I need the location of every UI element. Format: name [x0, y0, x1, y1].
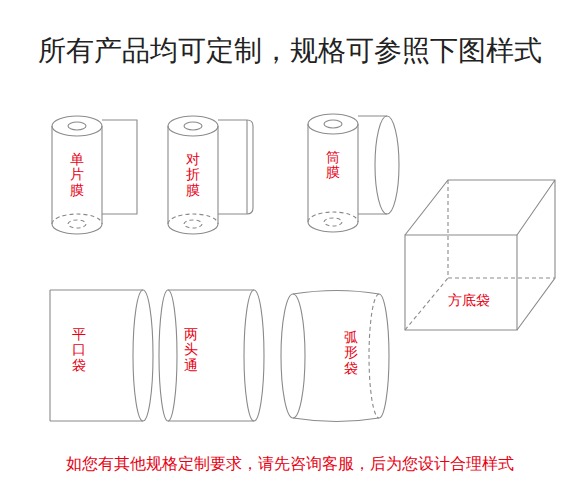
open-both-ends-bag: 两头通: [156, 287, 268, 425]
outline-stroke: [133, 290, 153, 421]
shape-outline: [277, 285, 395, 427]
outline-stroke: [50, 290, 143, 421]
outline-stroke: [358, 116, 387, 214]
shape-label: 弧形袋: [344, 330, 358, 376]
outline-stroke: [324, 120, 342, 128]
outline-stroke: [405, 180, 555, 330]
outline-stroke: [168, 224, 218, 234]
hidden-edge: [369, 294, 379, 418]
shape-label: 方底袋: [448, 292, 490, 310]
outline-stroke: [218, 120, 253, 214]
outline-stroke: [52, 126, 102, 224]
page-caption: 如您有其他规格定制要求，请先咨询客服，后为您设计合理样式: [0, 454, 580, 475]
single-film-roll: 单片膜: [47, 112, 142, 237]
outline-stroke: [159, 290, 177, 421]
shape-label: 单片膜: [70, 152, 84, 198]
shape-label: 两头通: [184, 327, 198, 373]
outline-stroke: [168, 290, 254, 421]
outline-stroke: [168, 126, 218, 224]
shape-outline: [163, 112, 258, 237]
outline-stroke: [379, 294, 389, 418]
folded-film-roll: 对折膜: [163, 112, 258, 237]
hidden-edge: [405, 180, 555, 330]
outline-stroke: [68, 122, 86, 130]
outline-stroke: [102, 120, 137, 214]
curved-bag: 弧形袋: [277, 285, 395, 427]
shape-outline: [47, 112, 142, 237]
outline-stroke: [184, 122, 202, 130]
hidden-edge: [68, 220, 86, 228]
outline-stroke: [308, 124, 358, 222]
tube-film-roll: 筒膜: [303, 110, 408, 237]
hidden-edge: [168, 214, 218, 224]
page-title: 所有产品均可定制，规格可参照下图样式: [0, 32, 580, 70]
outline-stroke: [293, 291, 379, 422]
outline-stroke: [52, 116, 102, 136]
shape-outline: [47, 287, 159, 425]
outline-stroke: [244, 290, 264, 421]
outline-stroke: [308, 114, 358, 134]
outline-stroke: [246, 120, 247, 214]
hidden-edge: [52, 214, 102, 224]
shape-outline: [403, 178, 559, 334]
outline-stroke: [405, 235, 517, 330]
shape-label: 筒膜: [326, 150, 340, 181]
shape-label: 对折膜: [186, 152, 200, 198]
shape-label: 平口袋: [72, 327, 86, 373]
outline-stroke: [375, 116, 399, 214]
hidden-edge: [324, 218, 342, 226]
hidden-edge: [184, 220, 202, 228]
shape-outline: [156, 287, 268, 425]
outline-stroke: [308, 222, 358, 232]
outline-stroke: [168, 116, 218, 136]
shape-outline: [303, 110, 408, 237]
outline-stroke: [281, 294, 305, 418]
square-bottom-bag: 方底袋: [403, 178, 559, 334]
outline-stroke: [52, 224, 102, 234]
flat-bag: 平口袋: [47, 287, 159, 425]
hidden-edge: [308, 212, 358, 222]
